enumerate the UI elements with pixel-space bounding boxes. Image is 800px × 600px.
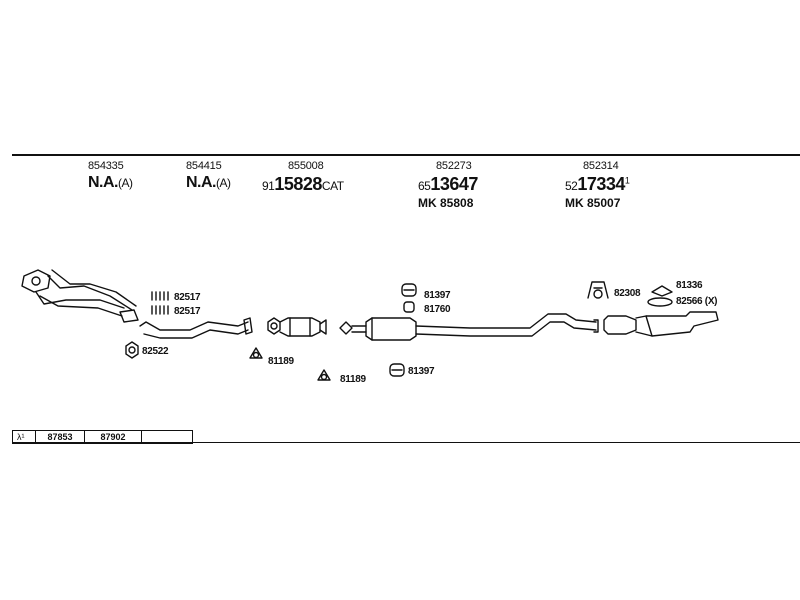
gasket-81189-b-drawing xyxy=(317,369,331,381)
rubber-mount-81760-drawing xyxy=(403,301,415,313)
header-rear-silencer: 852314 52173341 MK 85007 xyxy=(565,160,630,210)
middle-silencer-drawing xyxy=(339,313,599,341)
rubber-mount-81397-b-drawing xyxy=(389,363,405,377)
rubber-mount-81397-a-drawing xyxy=(401,283,417,297)
part-number: 854335 xyxy=(88,160,124,172)
clamp-82308-drawing xyxy=(587,281,609,299)
ref-cell-2: 87902 xyxy=(84,430,142,444)
ref-cell-3 xyxy=(141,430,193,444)
rear-silencer-drawing xyxy=(603,311,719,337)
spring-clamp-drawing-1 xyxy=(151,291,169,301)
part-82566-drawing xyxy=(647,297,673,307)
main-code: 6513647 xyxy=(418,174,478,194)
bottom-divider-line xyxy=(12,442,800,443)
label-rubber-mount-81397-b: 81397 xyxy=(408,366,435,377)
label-clamp-81336: 81336 xyxy=(676,280,703,291)
reference-table: λ¹ 87853 87902 xyxy=(12,430,193,444)
label-rubber-mount-81397-a: 81397 xyxy=(424,290,451,301)
header-middle-silencer: 852273 6513647 MK 85808 xyxy=(418,160,478,210)
catalytic-converter-drawing xyxy=(267,317,327,337)
gasket-82522-drawing xyxy=(125,341,139,359)
mounting-kit-code: MK 85808 xyxy=(418,196,474,210)
main-code: 9115828CAT xyxy=(262,174,344,194)
clamp-81336-drawing xyxy=(651,285,673,297)
main-code: N.A.(A) xyxy=(88,174,133,191)
mounting-kit-code: MK 85007 xyxy=(565,196,621,210)
label-gasket-81189-a: 81189 xyxy=(268,356,294,367)
intermediate-pipe-drawing xyxy=(139,317,253,339)
label-part-82566: 82566 (X) xyxy=(676,296,718,307)
ref-cell-1: 87853 xyxy=(35,430,85,444)
label-clamp-82517-b: 82517 xyxy=(174,306,201,317)
main-code: N.A.(A) xyxy=(186,174,231,191)
front-pipe-drawing xyxy=(21,269,139,323)
spring-clamp-drawing-2 xyxy=(151,305,169,315)
label-gasket-82522: 82522 xyxy=(142,346,169,357)
part-number: 852273 xyxy=(436,160,472,172)
main-code: 52173341 xyxy=(565,174,630,194)
gasket-81189-a-drawing xyxy=(249,347,263,359)
part-number: 852314 xyxy=(583,160,619,172)
header-front-pipe: 854335 N.A.(A) xyxy=(88,160,133,192)
top-divider-line xyxy=(12,154,800,156)
label-gasket-81189-b: 81189 xyxy=(340,374,366,385)
part-number: 854415 xyxy=(186,160,222,172)
label-clamp-82517-a: 82517 xyxy=(174,292,201,303)
header-catalytic-converter: 855008 9115828CAT xyxy=(262,160,344,195)
lambda-symbol-cell: λ¹ xyxy=(12,430,36,444)
label-rubber-mount-81760: 81760 xyxy=(424,304,451,315)
label-clamp-82308: 82308 xyxy=(614,288,641,299)
header-intermediate-pipe: 854415 N.A.(A) xyxy=(186,160,231,192)
part-number: 855008 xyxy=(288,160,324,172)
